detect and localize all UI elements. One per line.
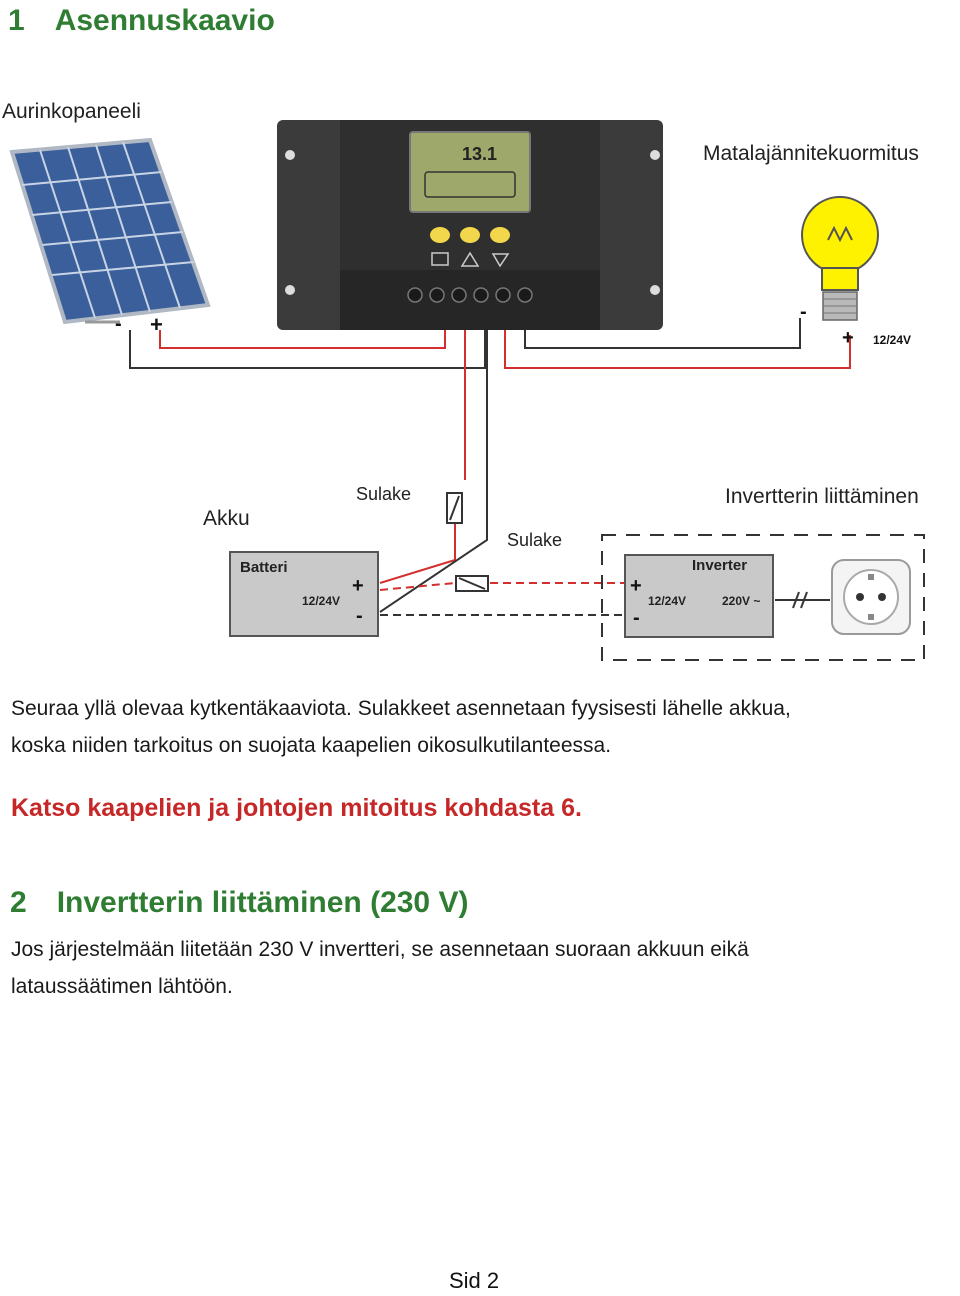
inverter-plus-sign: + [630, 575, 642, 597]
battery-plus-sign: + [352, 575, 364, 597]
paragraph-line: Jos järjestelmään liitetään 230 V invert… [11, 938, 749, 961]
label-battery: Akku [203, 507, 250, 530]
wire-battery-positive-b [379, 520, 456, 584]
paragraph-line: Seuraa yllä olevaa kytkentäkaaviota. Sul… [11, 697, 791, 720]
load-symbol-icon [491, 253, 510, 268]
wire-battery-negative [379, 325, 488, 613]
battery-box-label: Batteri [240, 559, 288, 576]
battery-symbol-icon [431, 252, 449, 266]
inverter-dashed-frame [601, 534, 925, 661]
battery-minus-sign: - [356, 605, 363, 627]
section-number: 1 [8, 4, 25, 37]
section-heading-2: 2 Invertterin liittäminen (230 V) [10, 886, 468, 920]
ac-break-icon [792, 591, 808, 609]
controller-button [460, 227, 480, 243]
light-bulb-icon: - + 12/24V [800, 196, 911, 349]
paragraph-line: koska niiden tarkoitus on suojata kaapel… [11, 734, 612, 757]
section-number: 2 [10, 886, 27, 919]
controller-button [430, 227, 450, 243]
inverter-voltage-out: 220V ~ [722, 594, 760, 608]
dimensioning-note: Katso kaapelien ja johtojen mitoitus koh… [11, 794, 582, 822]
inverter-voltage-in: 12/24V [648, 594, 686, 608]
wire-solar-negative [129, 325, 486, 369]
inverter-box: Inverter 12/24V 220V ~ + - [624, 554, 774, 638]
section-title: Asennuskaavio [54, 4, 275, 37]
section-heading-1: 1 Asennuskaavio [8, 4, 275, 38]
inverter-minus-sign: - [633, 607, 640, 629]
page-number: Sid 2 [449, 1268, 500, 1293]
lcd-reading: 13.1 [462, 144, 497, 164]
charge-controller: 13.1 [277, 120, 663, 330]
solar-minus-sign: - [115, 313, 122, 335]
fuse-icon-bottom [455, 575, 489, 592]
fuse-icon-top [446, 492, 463, 524]
solar-panel: - + [9, 137, 211, 337]
battery-voltage: 12/24V [302, 594, 340, 608]
label-load: Matalajännitekuormitus [703, 142, 919, 165]
wire-load-positive [504, 325, 851, 369]
label-solar-panel: Aurinkopaneeli [2, 100, 141, 123]
label-fuse-top: Sulake [356, 484, 412, 504]
wires [129, 318, 851, 616]
label-fuse-bottom: Sulake [507, 530, 563, 550]
inverter-box-label: Inverter [692, 557, 747, 574]
controller-button [490, 227, 510, 243]
load-voltage: 12/24V [873, 333, 911, 347]
wall-socket-icon [831, 559, 911, 635]
solar-plus-sign: + [150, 312, 163, 337]
load-plus-sign: + [842, 327, 854, 349]
warning-icon [460, 251, 480, 267]
wiring-diagram: - + 13.1 [9, 120, 925, 661]
battery-box: Batteri 12/24V + - [229, 551, 379, 637]
load-minus-sign: - [800, 301, 807, 323]
wire-load-negative [524, 318, 801, 349]
section-title: Invertterin liittäminen (230 V) [56, 886, 469, 919]
label-inverter-connection: Invertterin liittäminen [725, 485, 919, 508]
wire-solar-positive [159, 325, 446, 349]
paragraph-line: lataussäätimen lähtöön. [11, 975, 233, 998]
